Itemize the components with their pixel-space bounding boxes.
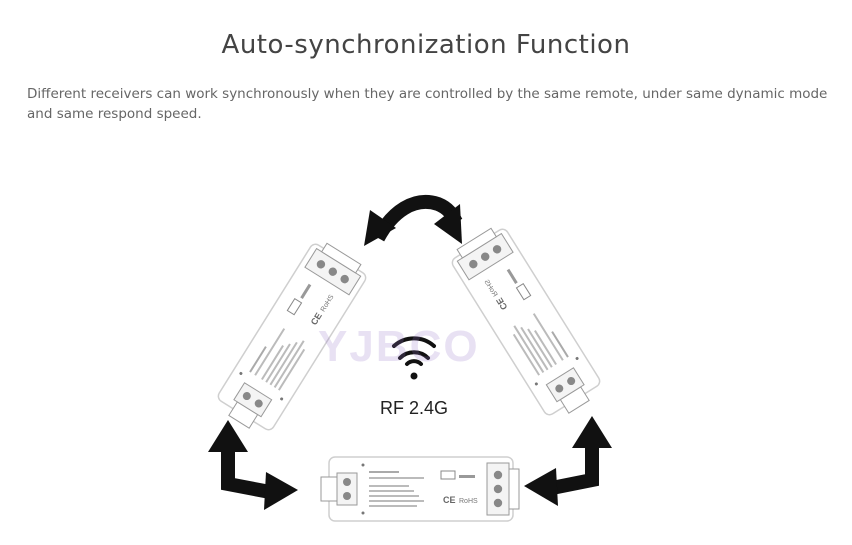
wifi-icon <box>392 336 436 380</box>
arrow-left-to-bottom <box>208 420 298 510</box>
watermark-logo: YJBCO <box>318 322 480 371</box>
page-title: Auto-synchronization Function <box>221 30 631 60</box>
receiver-bottom <box>320 456 520 522</box>
arrow-right-to-bottom <box>524 416 612 506</box>
arrow-top-bidirectional <box>364 194 463 246</box>
description-text: Different receivers can work synchronous… <box>27 86 828 122</box>
rf-frequency-label: RF 2.4G <box>379 398 449 418</box>
